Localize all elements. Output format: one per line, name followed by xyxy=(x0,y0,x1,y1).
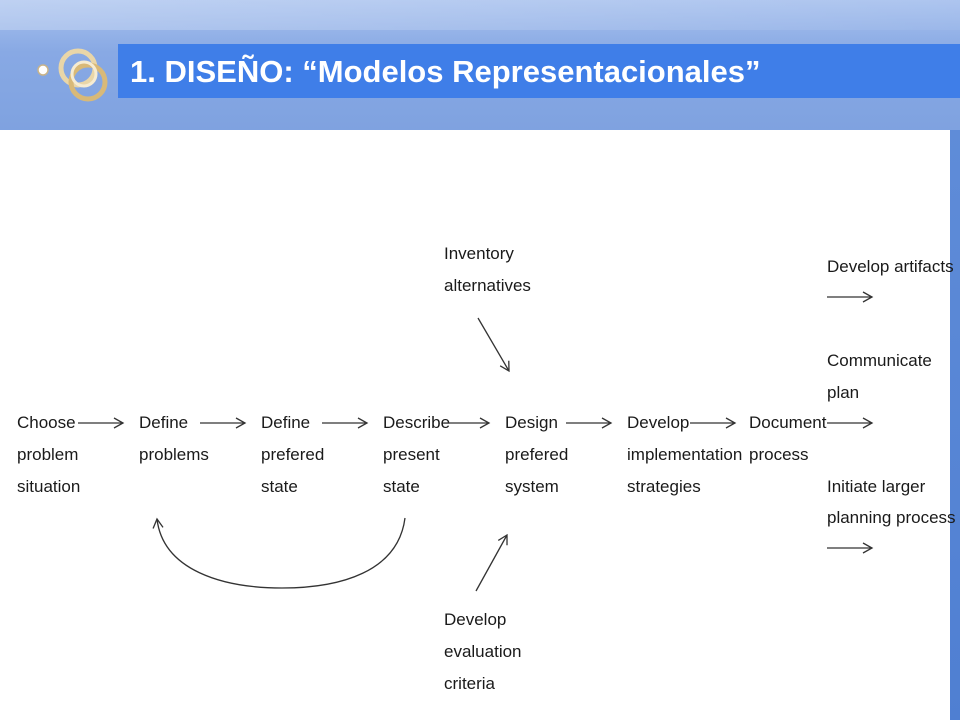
step-document: Document process xyxy=(749,413,831,464)
rings-logo-icon xyxy=(37,48,108,102)
step-develop-implementation: Develop implementation strategies xyxy=(627,413,747,496)
output-communicate: Communicate plan xyxy=(827,351,937,402)
title-bar xyxy=(118,44,960,98)
step-design: Design prefered system xyxy=(505,413,573,496)
arrow-inventory-to-design xyxy=(477,317,510,373)
slide-title: 1. DISEÑO: “Modelos Representacionales” xyxy=(130,54,761,89)
step-choose: Choose problem situation xyxy=(17,413,83,496)
diagram-panel xyxy=(0,130,950,720)
right-edge-strip xyxy=(950,130,960,720)
step-define-state: Define prefered state xyxy=(261,413,329,496)
feedback-loop-arrow xyxy=(152,517,406,589)
step-define-problems: Define problems xyxy=(139,413,209,464)
step-describe: Describe present state xyxy=(383,413,455,496)
input-evaluation: Develop evaluation criteria xyxy=(444,610,526,693)
output-artifacts: Develop artifacts xyxy=(827,257,954,276)
output-initiate: Initiate larger planning process xyxy=(827,477,956,527)
arrow-evaluation-to-design xyxy=(475,533,508,592)
input-inventory: Inventory alternatives xyxy=(444,244,531,295)
